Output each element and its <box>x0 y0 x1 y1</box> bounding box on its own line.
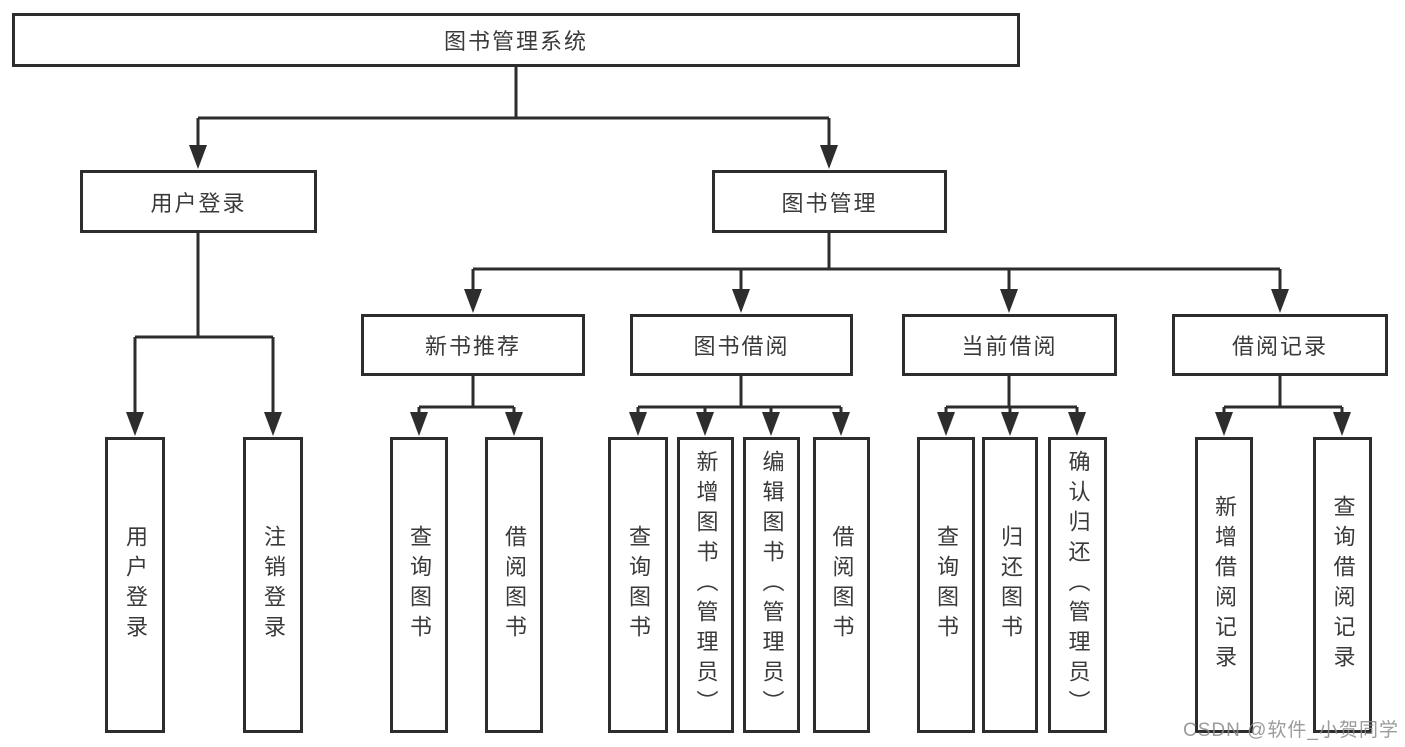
leaf-borrowing-query-book: 查询图书 <box>608 437 668 733</box>
node-user-login: 用户登录 <box>80 170 317 233</box>
node-book-borrowing: 图书借阅 <box>630 314 853 376</box>
leaf-query-borrow-record: 查询借阅记录 <box>1313 437 1372 733</box>
watermark-text: CSDN @软件_小贺同学 <box>1183 720 1399 741</box>
node-current-borrowing: 当前借阅 <box>902 314 1117 376</box>
leaf-return-book: 归还图书 <box>982 437 1038 733</box>
node-new-book-recommendation: 新书推荐 <box>361 314 585 376</box>
leaf-edit-book-admin: 编辑图书（管理员） <box>743 437 800 733</box>
node-book-management: 图书管理 <box>712 170 947 233</box>
leaf-confirm-return-admin: 确认归还（管理员） <box>1048 437 1107 733</box>
leaf-logout: 注销登录 <box>243 437 303 733</box>
leaf-borrow-book: 借阅图书 <box>813 437 870 733</box>
leaf-user-login: 用户登录 <box>105 437 165 733</box>
leaf-add-borrow-record: 新增借阅记录 <box>1195 437 1253 733</box>
node-borrowing-records: 借阅记录 <box>1172 314 1388 376</box>
node-library-management-system: 图书管理系统 <box>12 13 1020 67</box>
leaf-add-book-admin: 新增图书（管理员） <box>677 437 734 733</box>
leaf-recommend-borrow-book: 借阅图书 <box>485 437 543 733</box>
leaf-current-query-book: 查询图书 <box>917 437 975 733</box>
leaf-recommend-query-book: 查询图书 <box>390 437 448 733</box>
